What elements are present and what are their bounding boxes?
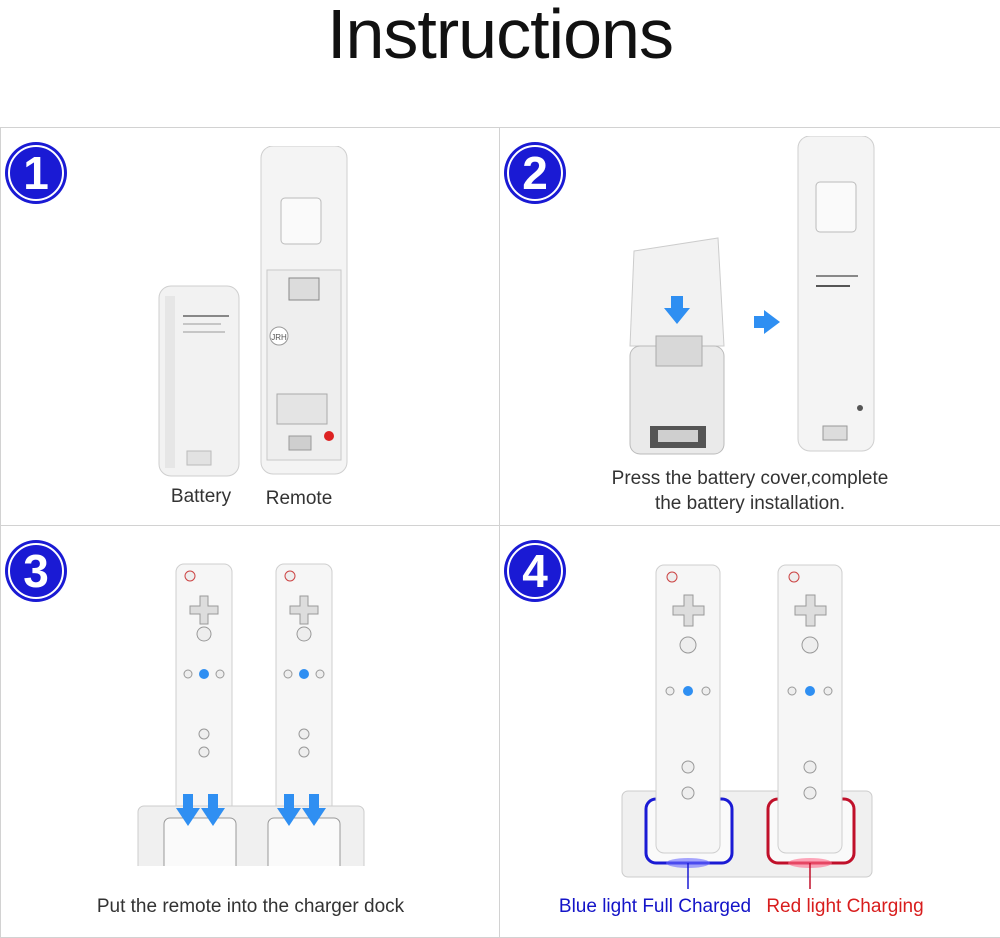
step-2-caption-line-2: the battery installation. xyxy=(654,493,846,514)
red-light-label: Red light Charging xyxy=(766,896,924,917)
step-number: 2 xyxy=(522,147,548,199)
charger-dock xyxy=(137,805,365,866)
step-2-caption-line-1: Press the battery cover,complete xyxy=(611,468,889,489)
remote-open-back: JRH xyxy=(260,146,348,475)
step-4-panel: 4 Blue light Full Charged Re xyxy=(499,525,1000,938)
step-1-panel: 1 JRH Battery Remote xyxy=(0,127,501,527)
battery-and-remote-illustration: JRH xyxy=(158,146,348,477)
step-number-badge: 2 xyxy=(502,140,568,206)
blue-light-label: Blue light Full Charged xyxy=(558,896,752,917)
charger-dock-insert-illustration xyxy=(137,563,365,866)
step-2-panel: 2 Press the battery cover,complete the b… xyxy=(499,127,1000,527)
right-arrow-icon xyxy=(754,310,780,334)
battery-pack xyxy=(158,285,240,477)
remote-label: Remote xyxy=(265,488,333,509)
remote-left xyxy=(175,563,233,823)
step-3-panel: 3 Put the remote xyxy=(0,525,501,938)
remote-closed-back xyxy=(797,136,875,452)
battery-label: Battery xyxy=(170,486,232,507)
remote-with-cover-angled xyxy=(629,237,725,455)
down-arrow-icon xyxy=(176,794,326,826)
battery-cover-illustration xyxy=(629,136,875,455)
step-number: 1 xyxy=(23,147,49,199)
down-arrow-icon xyxy=(664,296,690,324)
remote-red-charging xyxy=(777,564,843,854)
step-number-badge: 3 xyxy=(3,538,69,604)
page-title: Instructions xyxy=(327,0,674,73)
step-number-badge: 1 xyxy=(3,140,69,206)
step-number: 4 xyxy=(522,545,548,597)
svg-text:JRH: JRH xyxy=(271,333,287,342)
step-3-caption: Put the remote into the charger dock xyxy=(96,896,405,917)
step-number-badge: 4 xyxy=(502,538,568,604)
charging-status-illustration xyxy=(621,564,873,889)
remote-blue-full xyxy=(655,564,721,854)
step-number: 3 xyxy=(23,545,49,597)
remote-right xyxy=(275,563,333,823)
